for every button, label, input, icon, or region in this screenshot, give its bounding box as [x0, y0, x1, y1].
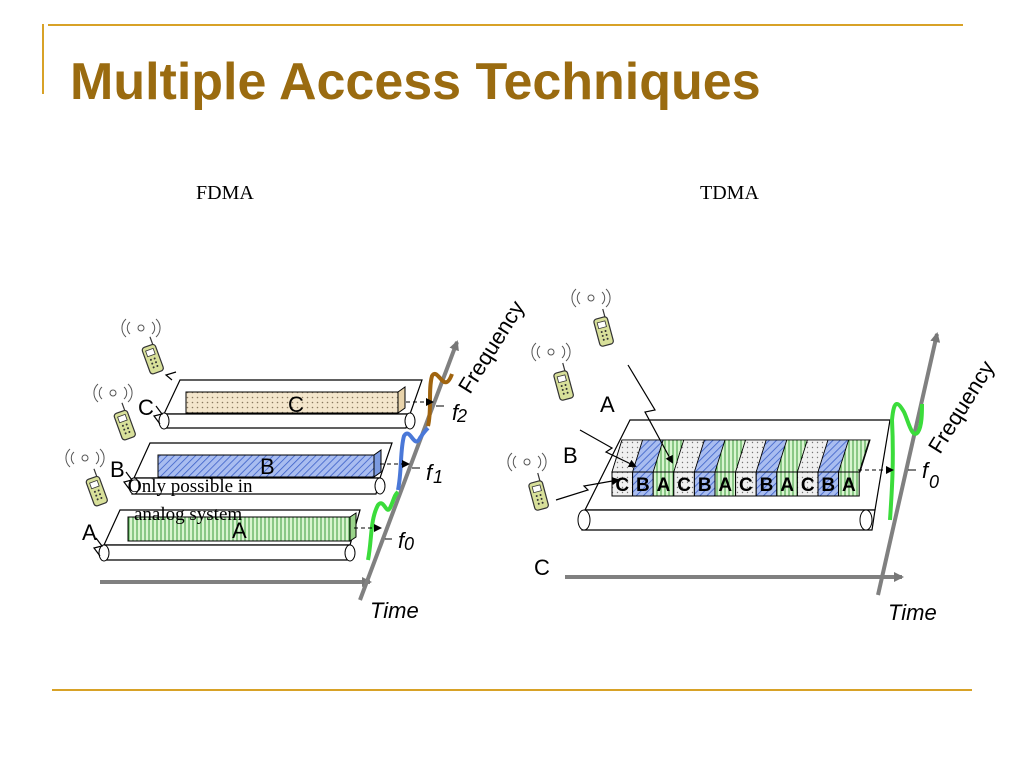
tdma-slot-label: C	[801, 475, 815, 496]
tdma-slot-label: C	[615, 475, 629, 496]
tdma-slot-label: B	[760, 475, 774, 496]
svg-text:0: 0	[404, 534, 414, 554]
tdma-frequency-label: Frequency	[923, 356, 999, 457]
fdma-f2-label: f 2	[452, 400, 467, 426]
fdma-user-b-label: B	[110, 457, 125, 482]
fdma-waves-b-icon	[93, 383, 133, 403]
fdma-channel-c	[158, 379, 423, 430]
tdma-slot-label: A	[657, 475, 671, 496]
fdma-spectrum-c	[426, 372, 454, 427]
fdma-frequency-axis	[358, 340, 459, 601]
fdma-heading: FDMA	[196, 182, 254, 204]
fdma-user-c-label: C	[138, 395, 154, 420]
fdma-frequency-label: Frequency	[453, 296, 529, 397]
tdma-f0-label: f 0	[922, 458, 939, 492]
fdma-channel-b	[128, 442, 393, 495]
tdma-heading: TDMA	[700, 182, 759, 204]
tdma-phone-b-icon	[550, 361, 575, 402]
tdma-phone-c-icon	[525, 471, 550, 512]
fdma-channel-c-label: C	[288, 392, 304, 417]
fdma-waves-c-icon	[121, 318, 161, 338]
fdma-note-line2: analog system	[134, 504, 242, 525]
svg-text:1: 1	[433, 467, 443, 487]
svg-text:f: f	[922, 458, 931, 483]
tdma-slot-label: A	[718, 475, 732, 496]
fdma-f1-label: f 1	[426, 460, 443, 487]
fdma-phone-a-icon	[82, 467, 109, 508]
fdma-channel-b-label: B	[260, 454, 275, 479]
tdma-waves-a-icon	[571, 288, 611, 308]
tdma-slot-label: C	[739, 475, 753, 496]
tdma-slot-label: A	[780, 475, 794, 496]
svg-text:f: f	[426, 460, 435, 485]
fdma-spectrum-b	[396, 426, 430, 491]
svg-text:0: 0	[929, 472, 939, 492]
fdma-note-line1: Only possible in	[128, 476, 253, 497]
fdma-channel-a	[98, 509, 361, 562]
slide-title: Multiple Access Techniques	[70, 53, 761, 111]
tdma-user-b-label: B	[563, 443, 578, 468]
fdma-phone-b-icon	[110, 401, 137, 442]
tdma-slot-label: B	[821, 475, 835, 496]
fdma-user-a-label: A	[82, 520, 97, 545]
fdma-channel-a-label: A	[232, 518, 247, 543]
fdma-f0-label: f 0	[398, 528, 414, 554]
tdma-phone-a-icon	[590, 307, 615, 348]
fdma-time-label: Time	[370, 598, 419, 623]
tdma-time-label: Time	[888, 600, 937, 625]
tdma-slot-label: C	[677, 475, 691, 496]
tdma-frequency-axis	[876, 332, 941, 596]
tdma-user-a-label: A	[600, 392, 615, 417]
fdma-waves-a-icon	[65, 448, 105, 468]
tdma-user-c-label: C	[534, 555, 550, 580]
tdma-slot-label: A	[842, 475, 856, 496]
fdma-spectrum-a	[366, 490, 400, 561]
svg-text:2: 2	[456, 406, 467, 426]
svg-text:f: f	[398, 528, 407, 553]
svg-text:f: f	[452, 400, 461, 425]
top-rule	[48, 24, 963, 26]
tdma-slot-label: B	[698, 475, 712, 496]
fdma-diagram: f 0 f 1 f 2 A B C A B C Frequency Time	[65, 296, 529, 623]
tdma-slot	[838, 471, 860, 497]
bottom-rule	[52, 689, 972, 691]
tdma-waves-b-icon	[531, 342, 571, 362]
tdma-waves-c-icon	[507, 452, 547, 472]
left-rule	[42, 24, 44, 94]
tdma-slot-label: B	[636, 475, 650, 496]
fdma-phone-c-icon	[138, 335, 165, 376]
